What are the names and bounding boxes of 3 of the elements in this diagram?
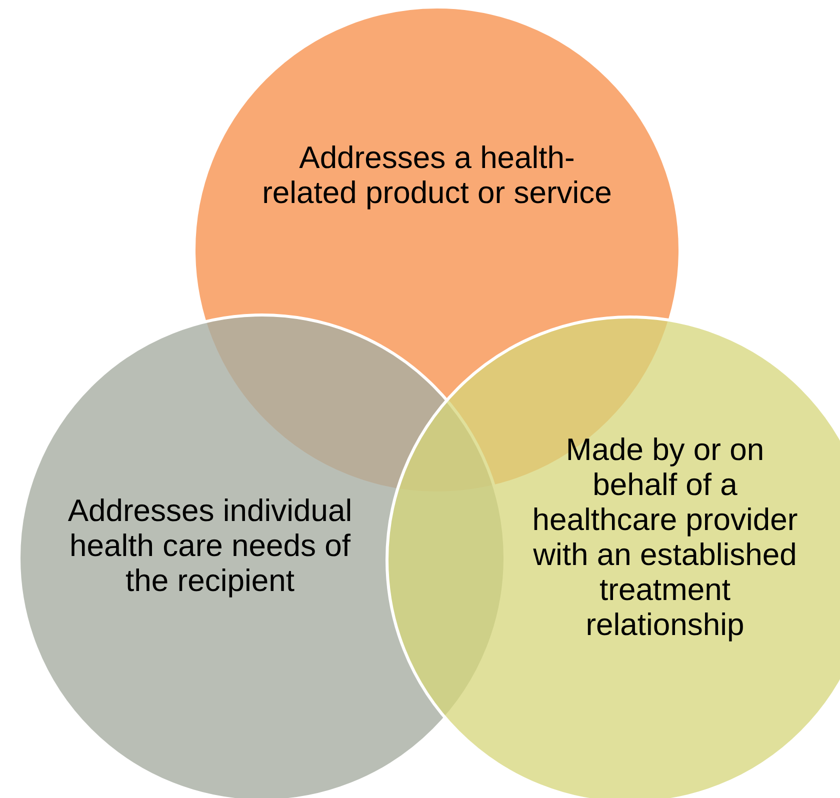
circle-label: Made by or on behalf of a healthcare provider with an established treatment relationship [531, 432, 799, 642]
circle-label: Addresses a health-related product or service [261, 140, 613, 210]
circle-label: Addresses individual health care needs of the recipient [66, 493, 354, 598]
